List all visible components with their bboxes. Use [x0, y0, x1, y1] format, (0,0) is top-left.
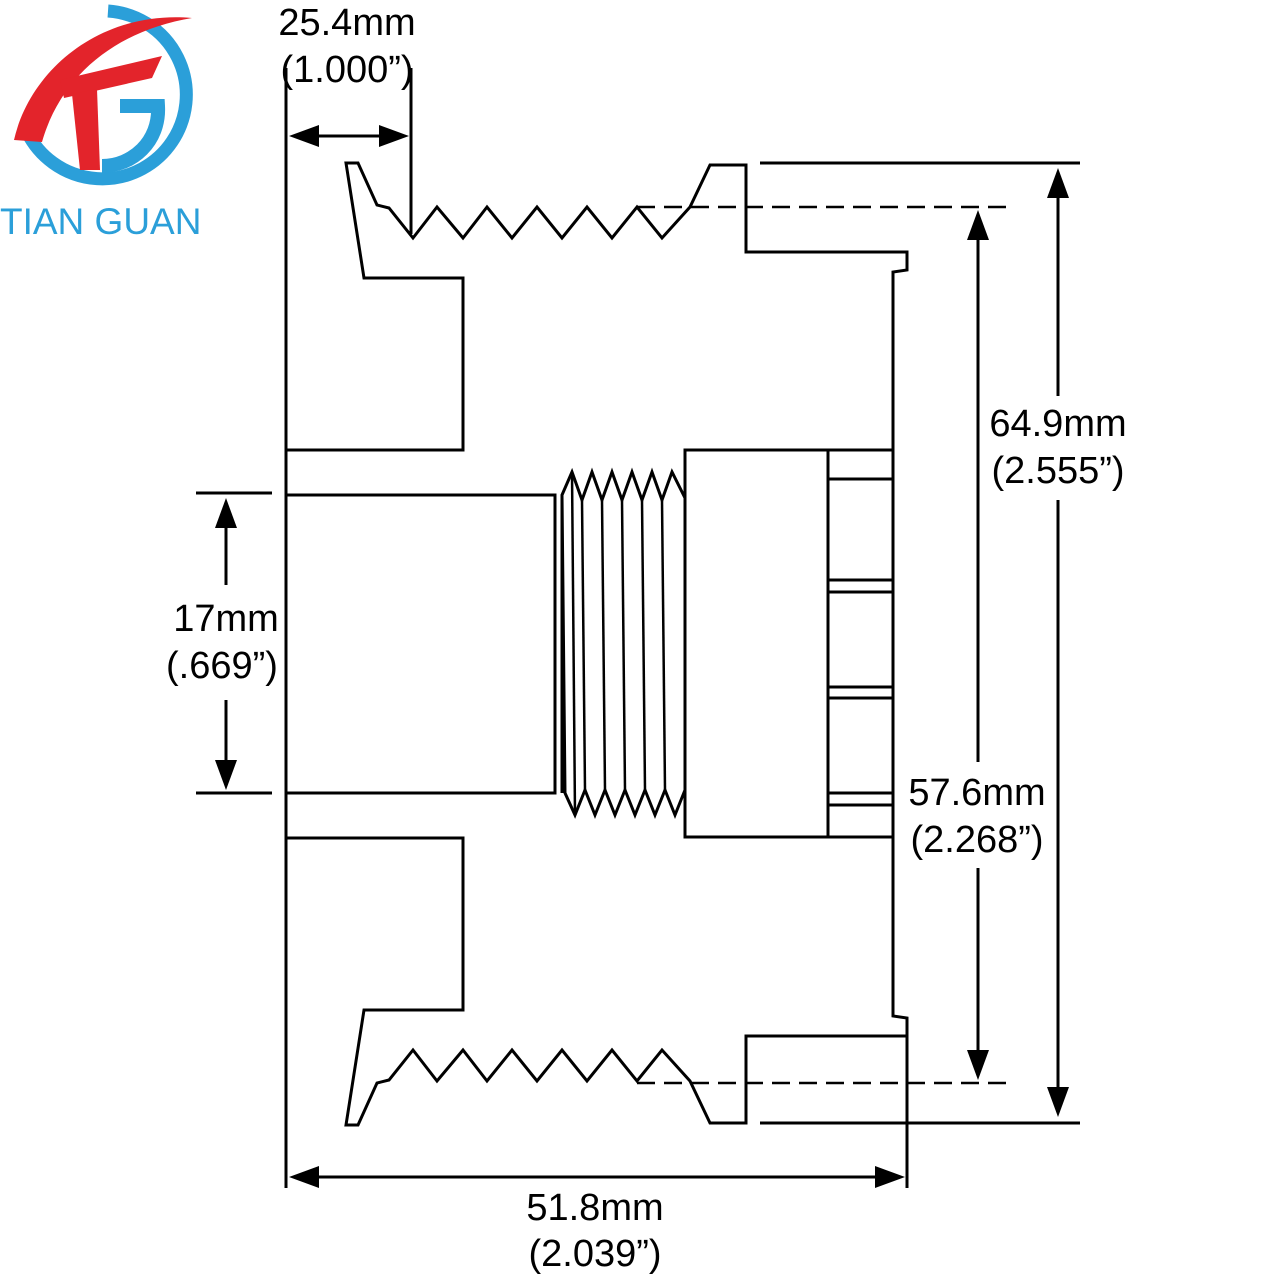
logo-red-t-stem — [72, 89, 100, 170]
spline-section — [826, 448, 895, 839]
brand-logo: TIAN GUAN — [0, 4, 201, 242]
dimension-groove-height: 57.6mm (2.268”) — [908, 210, 1046, 1080]
arrow-down-icon — [967, 1050, 989, 1080]
dimension-bore: 17mm (.669”) — [166, 498, 279, 790]
arrow-down-icon — [215, 760, 237, 790]
tian-guan-logo-icon — [14, 4, 193, 186]
thread-line — [620, 499, 627, 791]
dimension-imperial-label: (.669”) — [166, 645, 278, 687]
spline-body — [826, 448, 895, 839]
extension-lines — [196, 68, 1080, 1188]
dimension-imperial-label: (2.039”) — [528, 1233, 661, 1275]
arrow-up-icon — [967, 210, 989, 240]
dimension-imperial-label: (2.268”) — [910, 819, 1043, 861]
thread-line — [570, 471, 577, 816]
thread-line — [660, 499, 667, 791]
dimension-metric-label: 17mm — [173, 598, 279, 640]
thread-line — [640, 499, 647, 791]
internal-thread — [560, 467, 687, 820]
dimension-outer-height: 64.9mm (2.555”) — [989, 168, 1127, 1117]
logo-red-swoosh — [14, 17, 192, 142]
dimension-imperial-label: (2.555”) — [991, 450, 1124, 492]
arrow-right-icon — [875, 1166, 905, 1188]
dimension-metric-label: 51.8mm — [526, 1187, 663, 1229]
logo-blue-ring — [21, 4, 193, 186]
dimension-metric-label: 57.6mm — [908, 772, 1045, 814]
arrow-left-icon — [289, 125, 319, 147]
dimension-top-width: 25.4mm (1.000”) — [278, 2, 416, 147]
logo-red-t-bar — [60, 56, 162, 98]
dimension-overall-width: 51.8mm (2.039”) — [289, 1166, 905, 1275]
dimension-metric-label: 25.4mm — [278, 2, 415, 44]
bore — [284, 493, 557, 795]
pulley-body-section — [284, 161, 909, 1127]
thread-line — [580, 499, 587, 791]
dimension-metric-label: 64.9mm — [989, 403, 1126, 445]
arrow-up-icon — [215, 498, 237, 528]
logo-blue-g — [101, 99, 166, 173]
logo-text: TIAN GUAN — [0, 201, 201, 242]
arrow-up-icon — [1047, 168, 1069, 198]
drive-socket — [683, 448, 830, 839]
arrow-left-icon — [289, 1166, 319, 1188]
arrow-right-icon — [379, 125, 409, 147]
thread-line — [600, 499, 607, 791]
dimension-imperial-label: (1.000”) — [280, 49, 413, 91]
arrow-down-icon — [1047, 1087, 1069, 1117]
